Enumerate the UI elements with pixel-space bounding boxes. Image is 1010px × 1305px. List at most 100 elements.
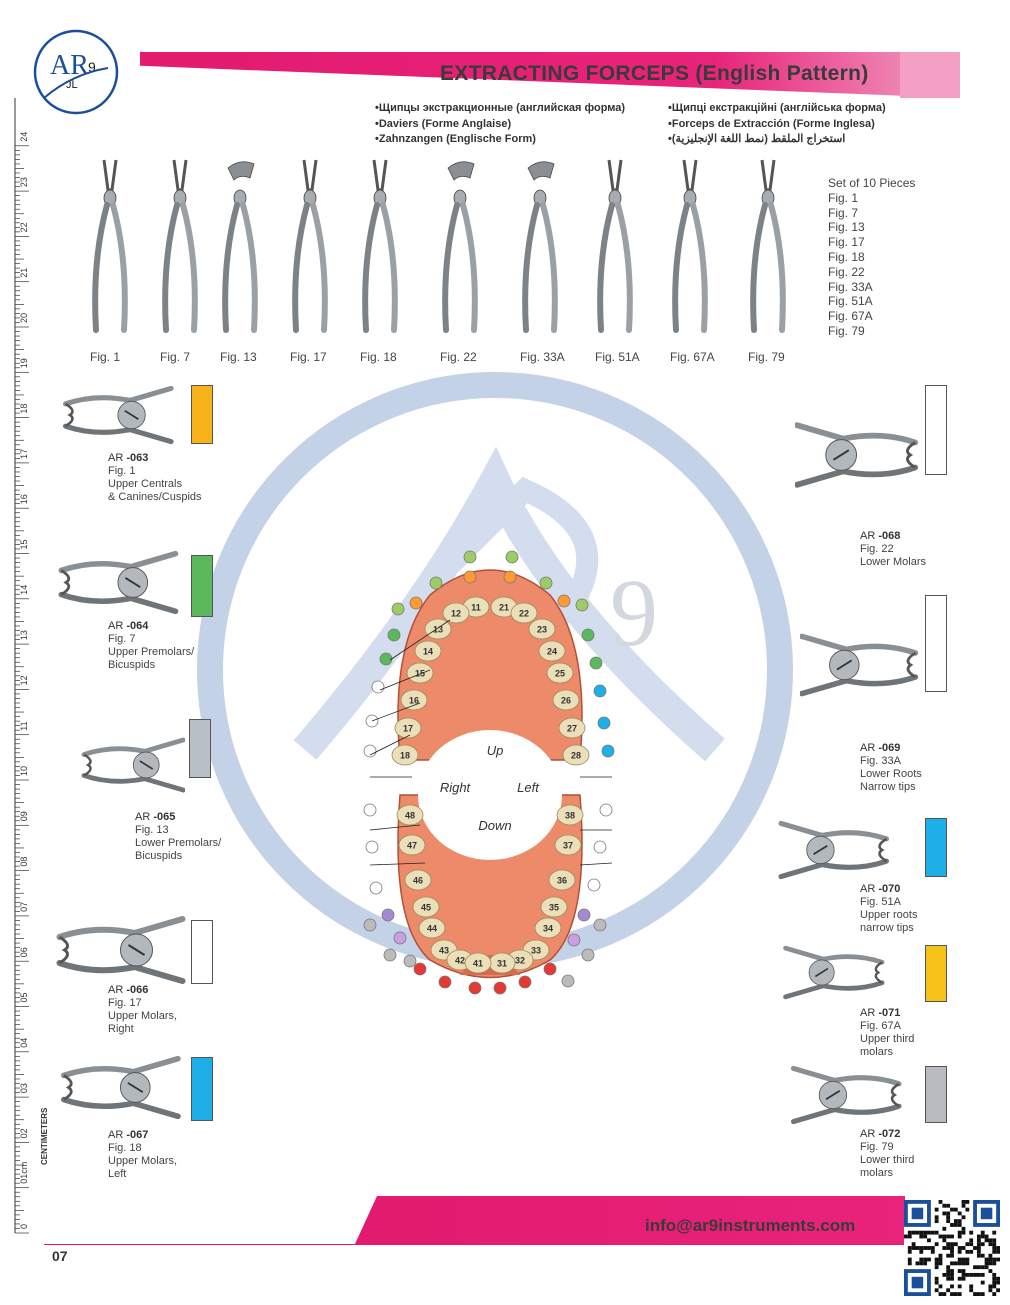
code-number: -070 <box>878 883 901 895</box>
forceps-figure <box>92 159 128 333</box>
color-code-swatch <box>925 818 947 877</box>
code-prefix: AR <box>108 1129 124 1141</box>
tooth: 11 <box>462 596 490 618</box>
forceps-photo <box>800 633 919 697</box>
contact-email[interactable]: info@ar9instruments.com <box>645 1216 856 1235</box>
code-prefix: AR <box>860 1128 876 1140</box>
product-desc: Left <box>108 1168 127 1180</box>
indicator-dot <box>369 881 383 895</box>
code-prefix: AR <box>860 883 876 895</box>
code-prefix: AR <box>860 742 876 754</box>
product-fig: Fig. 22 <box>860 543 894 555</box>
indicator-dot <box>589 656 603 670</box>
forceps-figure <box>442 161 478 333</box>
set-item: Fig. 1 <box>828 190 859 205</box>
product-info: AR -063 Fig. 1 Upper Centrals & Canines/… <box>108 452 202 504</box>
indicator-dot <box>599 803 613 817</box>
fig-label: Fig. 1 <box>90 350 121 364</box>
forceps-figure <box>162 159 198 333</box>
ruler-mark-label: 23 <box>19 177 29 187</box>
tooth: 23 <box>528 618 556 640</box>
ruler-mark-label: 17 <box>19 449 29 459</box>
product-fig: Fig. 7 <box>108 633 136 645</box>
ruler-mark-label: 04 <box>19 1038 29 1048</box>
indicator-dot <box>429 576 443 590</box>
product-desc: Bicuspids <box>108 659 156 671</box>
tooth: 14 <box>414 640 442 662</box>
tooth-number: 41 <box>473 959 483 969</box>
color-code-swatch <box>189 719 211 778</box>
tooth: 37 <box>554 834 582 856</box>
indicator-dot <box>463 570 477 584</box>
indicator-dot <box>577 908 591 922</box>
ruler-mark-label: 12 <box>19 675 29 685</box>
code-prefix: AR <box>108 984 124 996</box>
product-code: AR -065 <box>135 811 221 824</box>
tooth-number: 14 <box>423 647 433 657</box>
ruler-mark-label: 13 <box>19 630 29 640</box>
product-info: AR -070 Fig. 51A Upper roots narrow tips <box>860 883 917 935</box>
indicator-dot <box>413 962 427 976</box>
indicator-dot <box>387 628 401 642</box>
tooth-number: 38 <box>565 811 575 821</box>
set-item: Fig. 51A <box>828 294 873 309</box>
tooth-number: 12 <box>451 609 461 619</box>
forceps-photo <box>58 550 179 615</box>
tooth: 15 <box>406 662 434 684</box>
forceps-photo <box>61 1055 181 1120</box>
color-code-swatch <box>191 920 213 984</box>
header-accent <box>900 52 960 98</box>
indicator-dot <box>363 918 377 932</box>
fig-label: Fig. 13 <box>220 350 257 364</box>
fig-label: Fig. 22 <box>440 350 477 364</box>
indicator-dot <box>391 602 405 616</box>
tooth: 18 <box>391 744 419 766</box>
tooth: 17 <box>394 717 422 739</box>
color-code-swatch <box>925 1066 947 1123</box>
svg-text:JL: JL <box>66 79 78 91</box>
color-code-swatch <box>925 945 947 1002</box>
forceps-gallery-svg <box>92 159 786 333</box>
tooth: 44 <box>418 917 446 939</box>
color-code-swatch <box>191 1057 213 1121</box>
ruler-mark-label: 10 <box>19 766 29 776</box>
footer-banner <box>355 1196 905 1244</box>
product-desc: & Canines/Cuspids <box>108 491 202 503</box>
forceps-figure <box>292 159 328 333</box>
code-number: -066 <box>126 984 149 996</box>
code-number: -065 <box>153 811 176 823</box>
product-code: AR -068 <box>860 530 926 543</box>
forceps-photo <box>63 385 174 445</box>
tooth-number: 23 <box>537 625 547 635</box>
code-number: -071 <box>878 1007 901 1019</box>
tooth-number: 27 <box>567 724 577 734</box>
tooth-number: 25 <box>555 669 565 679</box>
ruler-mark-label: 08 <box>19 857 29 867</box>
tooth-number: 37 <box>563 841 573 851</box>
tooth-number: 16 <box>409 696 419 706</box>
translation-es: Forceps de Extracción (Forme Inglesa) <box>668 117 886 133</box>
set-item: Fig. 79 <box>828 323 865 338</box>
forceps-photo <box>795 422 919 488</box>
tooth-number: 11 <box>471 603 481 613</box>
indicator-dot <box>581 628 595 642</box>
indicator-dot <box>409 596 423 610</box>
forceps-figure <box>362 159 398 333</box>
indicator-dot <box>381 908 395 922</box>
indicator-dot <box>593 918 607 932</box>
product-info: AR -069 Fig. 33A Lower Roots Narrow tips <box>860 742 922 794</box>
indicator-dot <box>575 598 589 612</box>
product-desc: Lower third <box>860 1154 915 1166</box>
product-desc: Upper Molars, <box>108 1010 178 1022</box>
product-code: AR -063 <box>108 452 202 465</box>
tooth: 48 <box>396 804 424 826</box>
product-code: AR -072 <box>860 1128 914 1141</box>
product-desc: Upper third <box>860 1033 915 1045</box>
tooth-number: 17 <box>403 724 413 734</box>
tooth-number: 36 <box>557 876 567 886</box>
tooth: 24 <box>538 640 566 662</box>
ruler-mark-label: 22 <box>19 222 29 232</box>
set-item: Fig. 18 <box>828 249 865 264</box>
